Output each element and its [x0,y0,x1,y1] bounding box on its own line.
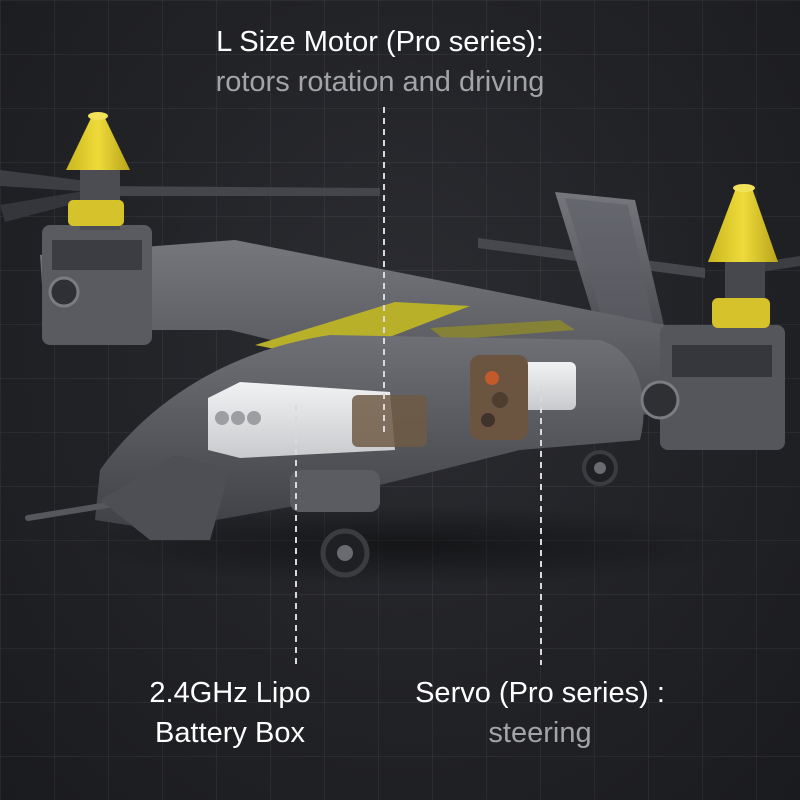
left-rotor-cap [66,116,130,170]
servo-title: Servo (Pro series) : [415,677,665,709]
model-shadow [80,505,740,585]
battery-callout-label: 2.4GHz Lipo Battery Box [95,673,365,753]
motor-title: L Size Motor (Pro series): [216,26,544,58]
servo-subtitle: steering [488,717,592,749]
servo-callout-label: Servo (Pro series) : steering [385,673,695,753]
battery-box-module [208,382,427,458]
rear-wheel [582,450,618,486]
servo-module [470,355,576,440]
nose-probe [25,502,111,521]
belly-pod [290,470,380,512]
left-nacelle [42,170,152,345]
motor-subtitle: rotors rotation and driving [215,66,545,98]
left-rotor-blades [0,170,380,222]
motor-callout-label: L Size Motor (Pro series): rotors rotati… [140,22,620,102]
front-wheel [320,528,370,578]
right-rotor-cap [708,188,778,262]
right-nacelle [640,245,785,450]
battery-line-2: Battery Box [155,717,305,749]
battery-line-1: 2.4GHz Lipo [149,677,311,709]
